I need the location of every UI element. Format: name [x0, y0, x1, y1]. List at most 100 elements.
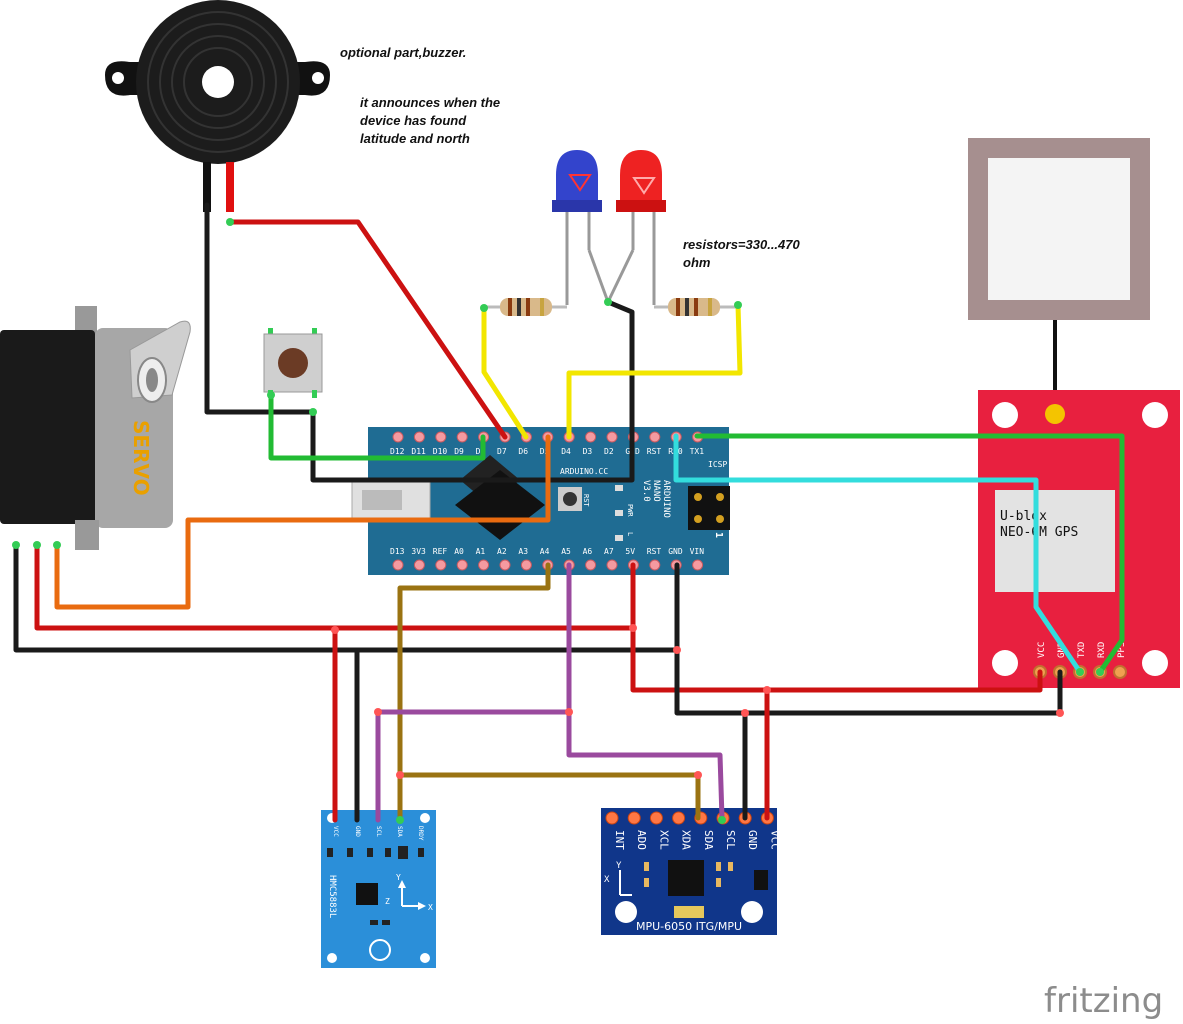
- wire-res2-d4: [566, 302, 743, 440]
- buzzer-note: optional part,buzzer.: [340, 45, 467, 60]
- mpu-pin-pad[interactable]: [672, 811, 686, 825]
- wire-button-d8: [268, 392, 486, 461]
- nano-bottom-pin-label: A2: [497, 547, 507, 556]
- gps-pin-pps: PPS: [1117, 642, 1127, 658]
- nano-icsp: ICSP: [708, 460, 727, 469]
- nano-bottom-pin-hole[interactable]: [499, 559, 511, 571]
- nano-bottom-pin-label: VIN: [690, 547, 705, 556]
- nano-top-pin-hole[interactable]: [649, 431, 661, 443]
- nano-top-pin-hole[interactable]: [585, 431, 597, 443]
- nano-l-label: L: [626, 532, 634, 536]
- hmc-pin-sda: SDA: [396, 826, 403, 837]
- servo-label: SERVO: [129, 420, 153, 496]
- nano-bottom-pin-hole[interactable]: [649, 559, 661, 571]
- nano-top-pin-hole[interactable]: [413, 431, 425, 443]
- gps-pin-rxd: RXD: [1097, 642, 1107, 658]
- mpu-pin-label: XDA: [680, 830, 693, 850]
- hmc-pin-scl: SCL: [375, 826, 382, 837]
- mpu-pin-pad[interactable]: [627, 811, 641, 825]
- nano-bottom-pin-label: 3V3: [411, 547, 426, 556]
- wire-scl-hmc: [375, 709, 572, 823]
- wire-servo-vcc: [34, 542, 636, 631]
- nano-bottom-pin-label: A0: [454, 547, 464, 556]
- mpu-axis-x: X: [604, 875, 610, 885]
- nano-bottom-pin-hole[interactable]: [520, 559, 532, 571]
- hmc-axis-z: Z: [385, 897, 390, 906]
- wire-servo-gnd: [13, 542, 680, 653]
- nano-bottom-pin-label: 5V: [625, 547, 635, 556]
- hmc5883l-module[interactable]: [321, 810, 436, 968]
- led-blue[interactable]: [552, 150, 602, 250]
- nano-bottom-pin-hole[interactable]: [478, 559, 490, 571]
- nano-bottom-pin-hole[interactable]: [692, 559, 704, 571]
- nano-top-pin-label: D11: [411, 447, 426, 456]
- mpu6050-module[interactable]: [601, 808, 777, 935]
- nano-top-pin-label: D7: [497, 447, 507, 456]
- nano-version: V3.0: [641, 480, 651, 502]
- nano-top-pin-label: D5: [540, 447, 550, 456]
- nano-maker: ARDUINO.CC: [560, 467, 608, 476]
- nano-top-pin-label: TX1: [690, 447, 705, 456]
- nano-top-pin-hole[interactable]: [435, 431, 447, 443]
- gps-antenna[interactable]: [968, 138, 1150, 408]
- wire-servo-d5: [54, 434, 551, 610]
- mpu-pin-pad[interactable]: [649, 811, 663, 825]
- led-red[interactable]: [616, 150, 666, 250]
- nano-bottom-pin-hole[interactable]: [413, 559, 425, 571]
- wire-led-gnd: [605, 299, 635, 440]
- nano-top-pin-hole[interactable]: [456, 431, 468, 443]
- nano-bottom-pin-label: D13: [390, 547, 405, 556]
- hmc-axis-y: Y: [396, 873, 401, 882]
- nano-one: 1: [713, 532, 724, 538]
- nano-bottom-pin-hole[interactable]: [435, 559, 447, 571]
- resistor-1[interactable]: [484, 298, 567, 316]
- nano-top-pin-label: D3: [583, 447, 593, 456]
- mpu-name: MPU-6050 ITG/MPU: [636, 920, 742, 933]
- fritzing-watermark: fritzing: [1044, 981, 1163, 1021]
- wire-scl: [566, 562, 725, 821]
- nano-pwr-label: PWR: [626, 504, 634, 517]
- wire-rx-txd: [673, 433, 1083, 675]
- nano-top-pin-label: RST: [647, 447, 662, 456]
- wire-tx-rxd: [694, 433, 1125, 675]
- nano-top-pin-label: D6: [518, 447, 528, 456]
- nano-name: ARDUINO: [661, 480, 671, 518]
- mpu-axis-y: Y: [616, 861, 622, 871]
- buzzer[interactable]: [105, 0, 330, 212]
- hmc-pin-drdy: DRDY: [417, 826, 424, 841]
- gps-module[interactable]: [978, 390, 1180, 688]
- mpu-pin-pad[interactable]: [605, 811, 619, 825]
- hmc-pin-gnd: GND: [354, 826, 361, 837]
- nano-bottom-pin-label: GND: [668, 547, 683, 556]
- nano-bottom-pin-hole[interactable]: [585, 559, 597, 571]
- wire-gnd-gps: [674, 562, 1063, 716]
- nano-top-pin-label: D9: [454, 447, 464, 456]
- nano-top-pin-label: D10: [433, 447, 448, 456]
- hmc-pin-vcc: VCC: [332, 826, 339, 837]
- servo[interactable]: [0, 306, 191, 550]
- resistors-note: resistors=330...470 ohm: [683, 237, 800, 270]
- push-button[interactable]: [263, 328, 323, 398]
- gps-pin-txd: TXD: [1077, 642, 1087, 658]
- nano-bottom-pin-hole[interactable]: [392, 559, 404, 571]
- nano-bottom-pin-hole[interactable]: [456, 559, 468, 571]
- nano-top-pin-hole[interactable]: [392, 431, 404, 443]
- nano-bottom-pin-label: A1: [476, 547, 486, 556]
- resistor-2[interactable]: [654, 298, 738, 316]
- wire-endpoints: [12, 218, 1104, 824]
- mpu-pin-label: VCC: [768, 830, 781, 850]
- wire-sda: [397, 562, 551, 823]
- nano-top-pin-hole[interactable]: [606, 431, 618, 443]
- nano-top-pin-label: D12: [390, 447, 405, 456]
- wire-buzzer-d7: [227, 219, 508, 440]
- nano-bottom-pin-label: A4: [540, 547, 550, 556]
- hmc-name: HMC5883L: [327, 875, 337, 918]
- mpu-pin-label: INT: [613, 830, 626, 850]
- mpu-pin-label: SCL: [724, 830, 737, 850]
- mpu-pin-label: SDA: [702, 830, 715, 850]
- nano-bottom-pin-label: A5: [561, 547, 571, 556]
- nano-bottom-pin-hole[interactable]: [606, 559, 618, 571]
- mpu-pin-label: XCL: [657, 830, 670, 850]
